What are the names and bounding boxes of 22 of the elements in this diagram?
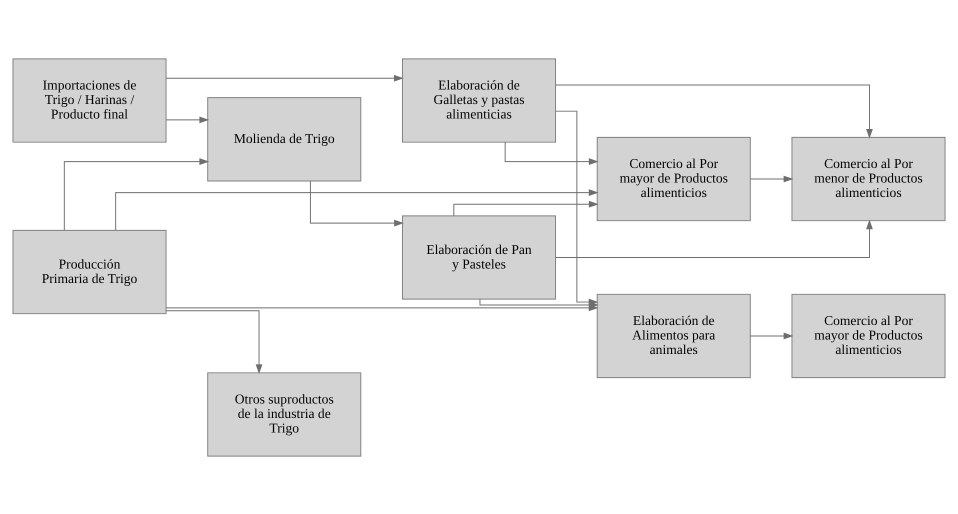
node-box: Producción Primaria de Trigo xyxy=(12,229,167,314)
node-box: Comercio al Por mayor de Productos alimenticios xyxy=(596,136,751,221)
arrow xyxy=(555,84,873,138)
arrow xyxy=(115,188,598,230)
arrow xyxy=(310,180,404,226)
arrow xyxy=(166,310,262,374)
node-box: Elaboración de Galletas y pastas alimenticias xyxy=(402,58,556,142)
node-box: Elaboración de Alimentos para animales xyxy=(596,293,751,378)
node-box: Elaboración de Pan y Pasteles xyxy=(402,214,556,300)
node-box: Comercio al Por menor de Productos alimenticios xyxy=(791,136,946,221)
node-box: Otros suproductos de la industria de Trigo xyxy=(207,372,362,456)
arrow xyxy=(750,332,794,339)
node-box: Importaciones de Trigo / Harinas / Producto final xyxy=(12,58,167,142)
arrow xyxy=(166,304,598,311)
node-box: Comercio al Por mayor de Productos alimenticios xyxy=(791,293,946,378)
arrow xyxy=(64,158,210,230)
node-box: Molienda de Trigo xyxy=(207,96,362,181)
arrow xyxy=(555,219,873,258)
arrow xyxy=(750,175,794,182)
arrow xyxy=(504,141,599,164)
arrow xyxy=(166,116,210,123)
arrow xyxy=(166,74,404,82)
